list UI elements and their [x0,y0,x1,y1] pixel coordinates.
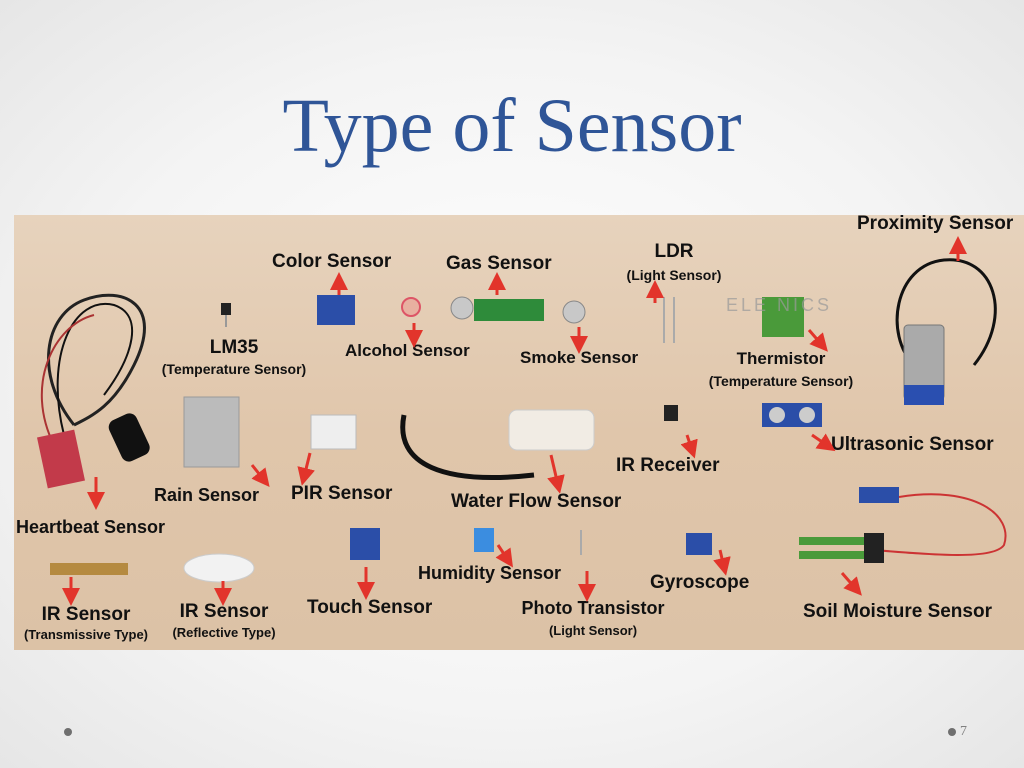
arrow-soil [840,572,862,596]
pir-sensor-part [310,414,357,450]
heartbeat-cable-2 [56,302,134,436]
color-sensor-part [317,295,355,325]
alcohol-sensor-part [401,297,421,317]
sensor-parts-illustration [37,258,1007,583]
label-photo-transistor-sub: (Light Sensor) [548,623,638,638]
slide-title: Type of Sensor [282,84,742,168]
label-color-sensor: Color Sensor [272,251,392,272]
label-touch-sensor: Touch Sensor [307,597,433,618]
arrow-thermistor [807,329,828,352]
label-ir-sensor-reflective-sub: (Reflective Type) [172,625,276,640]
arrow-water-flow [547,454,565,494]
proximity-cable [895,258,997,367]
watermark: ELE NICS [726,295,833,315]
proximity-cap [904,385,944,405]
heartbeat-clip [108,413,150,462]
pointer-arrows [62,236,967,606]
label-ultrasonic-sensor: Ultrasonic Sensor [831,434,994,455]
soil-probe-2 [799,551,869,559]
label-ldr-sub: (Light Sensor) [626,267,722,283]
label-lm35-sub: (Temperature Sensor) [161,361,307,377]
arrow-ir-receiver [680,434,698,459]
heartbeat-cable [47,293,146,427]
label-ir-sensor-reflective: IR Sensor [179,601,269,622]
gyroscope-part [686,533,712,555]
soil-probe-1 [799,537,869,545]
rain-sensor-part [183,396,240,468]
label-ir-sensor-transmissive: IR Sensor [41,604,131,625]
label-ir-receiver: IR Receiver [616,455,720,476]
ultrasonic-eye-2 [799,407,815,423]
ir-transmissive-part [50,563,128,575]
arrow-humidity [495,544,513,568]
soil-probe-head [864,533,884,563]
gas-sensor-board [474,299,544,321]
sensor-board-photo: ELE NICS Proximity Sensor Color Sensor G… [14,215,1024,650]
touch-sensor-part [350,528,380,560]
label-soil-moisture-sensor: Soil Moisture Sensor [803,601,992,622]
label-pir-sensor: PIR Sensor [291,483,393,504]
heartbeat-board [37,429,85,489]
label-gas-sensor: Gas Sensor [446,253,552,274]
label-ir-sensor-transmissive-sub: (Transmissive Type) [23,627,149,642]
label-gyroscope: Gyroscope [650,572,750,593]
label-rain-sensor: Rain Sensor [154,485,260,505]
label-water-flow-sensor: Water Flow Sensor [451,491,622,512]
label-humidity-sensor: Humidity Sensor [418,563,562,583]
arrow-pir [297,452,315,486]
label-alcohol-sensor: Alcohol Sensor [345,341,470,360]
label-proximity-sensor: Proximity Sensor [857,215,1014,234]
soil-board [859,487,899,503]
water-flow-cable [400,414,535,480]
label-thermistor: Thermistor [736,349,826,368]
label-heartbeat-sensor: Heartbeat Sensor [16,517,166,537]
ir-receiver-part [664,405,678,421]
water-flow-part [508,409,595,451]
label-photo-transistor: Photo Transistor [521,598,665,618]
arrow-ultrasonic [811,433,836,452]
humidity-sensor-part [474,528,494,552]
gas-sensor-part [450,296,474,320]
heartbeat-cable-3 [40,314,95,446]
soil-wire [873,493,1007,556]
label-ldr: LDR [654,241,694,262]
footer-bullet-right [948,728,956,736]
ir-reflective-part [183,553,255,583]
label-smoke-sensor: Smoke Sensor [520,348,639,367]
lm35-part [221,303,231,315]
arrow-gyroscope [713,549,731,576]
arrow-rain [250,464,270,488]
smoke-sensor-part [562,300,586,324]
footer-bullet-left [64,728,72,736]
label-lm35: LM35 [209,337,259,358]
page-number: 7 [960,724,967,739]
label-thermistor-sub: (Temperature Sensor) [708,373,854,389]
thermistor-part [762,297,804,337]
ultrasonic-eye-1 [769,407,785,423]
